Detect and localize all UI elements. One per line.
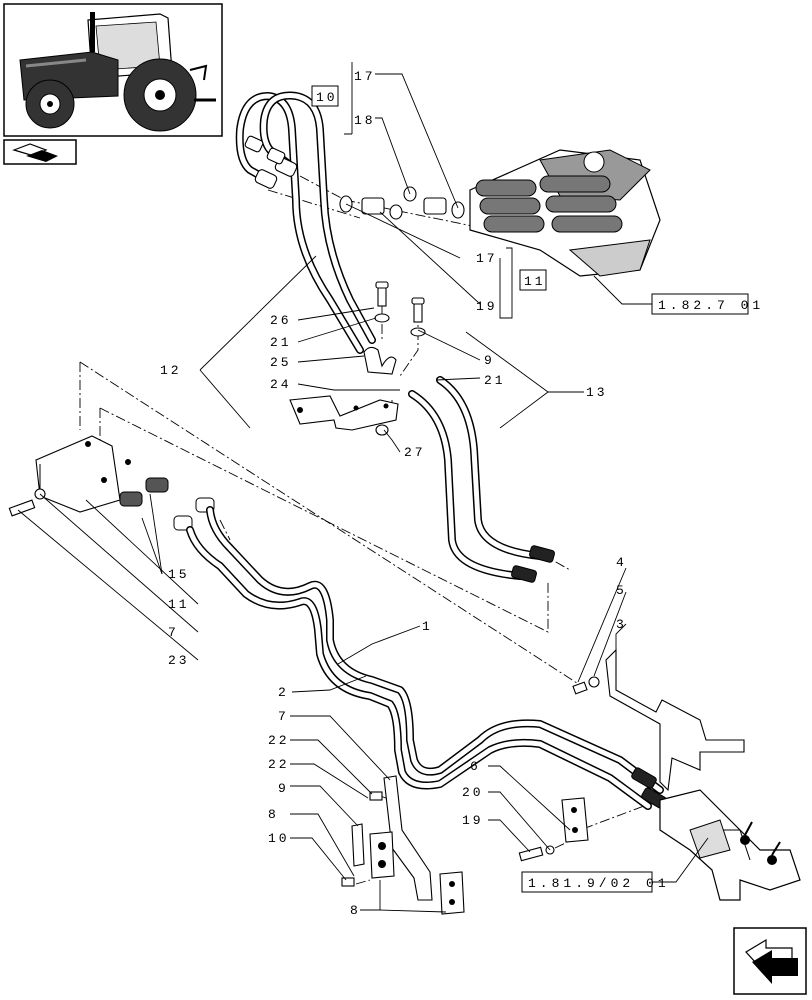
callout-2: 2	[278, 685, 289, 700]
callout-17a: 18	[354, 113, 376, 128]
callout-21a: 21	[270, 335, 292, 350]
callout-26: 26	[270, 313, 292, 328]
hose-13	[235, 91, 376, 354]
callout-19b: 19	[462, 813, 484, 828]
callout-15b: 11	[524, 274, 546, 289]
callout-7b: 7	[278, 709, 289, 724]
callout-15a: 10	[316, 90, 338, 105]
callout-22b: 22	[268, 757, 290, 772]
callout-6: 6	[470, 759, 481, 774]
left-bracket	[8, 435, 215, 531]
callout-10b: 10	[268, 831, 290, 846]
assembly-lines	[79, 175, 661, 885]
callout-18: 15	[168, 567, 190, 582]
callout-24: 24	[270, 377, 292, 392]
lower-clamps	[341, 775, 589, 915]
callout-13: 12	[160, 363, 182, 378]
callout-3: 3	[616, 617, 627, 632]
callout-5: 5	[616, 583, 627, 598]
callout-25: 25	[270, 355, 292, 370]
ref-top-right: 1.82.7 01	[658, 298, 764, 313]
callout-12: 11	[168, 597, 190, 612]
control-valve-block	[469, 149, 661, 277]
leader-lines	[17, 62, 709, 913]
reference-boxes[interactable]: 1.82.7 01 1.81.9/02 01	[521, 293, 764, 893]
callout-11a: 7	[168, 625, 179, 640]
tractor-thumbnail-icon[interactable]	[3, 3, 223, 137]
callout-9b: 9	[278, 781, 289, 796]
center-bracket	[289, 281, 426, 436]
callouts: 10 17 18 17 11 19 26 21 25 24 27 9 21 13…	[160, 69, 627, 918]
callout-10a: 9	[484, 353, 495, 368]
callout-4: 4	[616, 555, 627, 570]
nav-arrow-icon[interactable]	[733, 927, 807, 995]
callout-23: 23	[168, 653, 190, 668]
callout-20: 20	[462, 785, 484, 800]
callout-16a: 17	[354, 69, 376, 84]
callout-14: 13	[586, 385, 608, 400]
hose-14	[408, 376, 555, 583]
callout-21b: 21	[484, 373, 506, 388]
section-arrow-icon[interactable]	[3, 139, 77, 165]
callout-27: 27	[404, 445, 426, 460]
pipe-1	[186, 506, 667, 810]
callout-17b: 19	[476, 299, 498, 314]
callout-1: 1	[422, 619, 433, 634]
callout-11b: 8	[268, 807, 279, 822]
right-bracket	[572, 648, 745, 792]
callout-8b: 8	[350, 903, 361, 918]
callout-21c: 22	[268, 733, 290, 748]
callout-16b: 17	[476, 251, 498, 266]
ref-bottom: 1.81.9/02 01	[528, 876, 670, 891]
coupling-assembly	[659, 789, 801, 901]
